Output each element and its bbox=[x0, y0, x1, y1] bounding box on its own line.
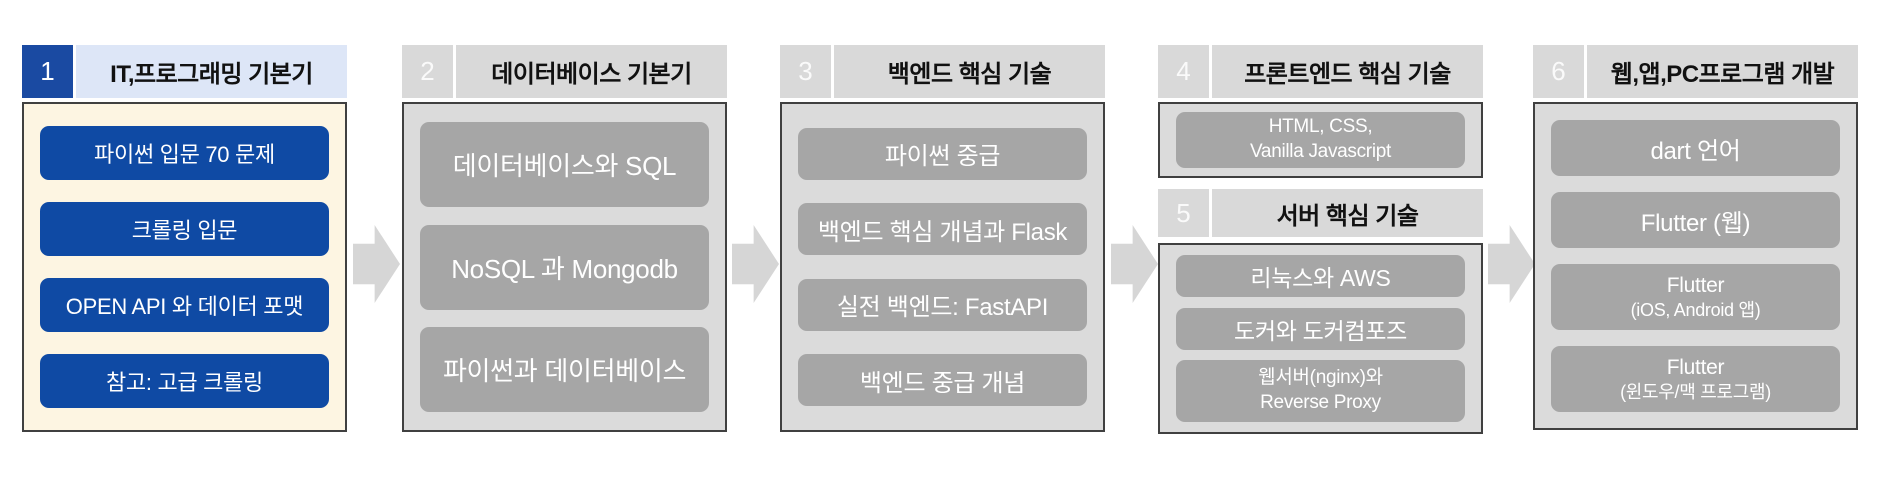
arrow-right-icon bbox=[1488, 225, 1535, 303]
course-item-label: 크롤링 입문 bbox=[131, 218, 238, 243]
course-item-sublabel: (윈도우/맥 프로그램) bbox=[1620, 381, 1771, 402]
course-item: 참고: 고급 크롤링 bbox=[40, 354, 329, 408]
course-item-label: Flutter bbox=[1666, 273, 1725, 297]
course-item: 크롤링 입문 bbox=[40, 202, 329, 256]
step-number-badge: 6 bbox=[1533, 45, 1584, 98]
course-item: 백엔드 중급 개념 bbox=[798, 354, 1087, 407]
course-item: 실전 백엔드: FastAPI bbox=[798, 278, 1087, 331]
course-item-label: 파이썬 중급 bbox=[884, 143, 1001, 171]
course-item-label: 실전 백엔드: FastAPI bbox=[836, 294, 1049, 322]
course-item: OPEN API 와 데이터 포맷 bbox=[40, 278, 329, 332]
course-item: HTML, CSS, Vanilla Javascript bbox=[1176, 112, 1465, 168]
column-5-title: 웹,앱,PC프로그램 개발 bbox=[1587, 45, 1858, 98]
step-number: 1 bbox=[40, 56, 55, 86]
course-item-label: 도커와 도커컴포즈 bbox=[1234, 317, 1407, 344]
course-item-sublabel: Reverse Proxy bbox=[1260, 391, 1381, 413]
step-number: 5 bbox=[1176, 197, 1191, 228]
course-item-label: 리눅스와 AWS bbox=[1250, 265, 1391, 292]
course-item-label: 백엔드 핵심 개념과 Flask bbox=[817, 218, 1068, 246]
column-4-frontend-body: HTML, CSS, Vanilla Javascript bbox=[1158, 102, 1483, 178]
column-4-server-body: 리눅스와 AWS 도커와 도커컴포즈 웹서버(nginx)와 Reverse P… bbox=[1158, 243, 1483, 434]
arrow-right-icon bbox=[732, 225, 779, 303]
column-3-body: 파이썬 중급 백엔드 핵심 개념과 Flask 실전 백엔드: FastAPI … bbox=[780, 102, 1105, 432]
course-item-label: 파이썬 입문 70 문제 bbox=[94, 142, 275, 167]
course-item-label: 파이썬과 데이터베이스 bbox=[442, 356, 687, 387]
step-number-badge: 2 bbox=[402, 45, 453, 98]
course-item: 파이썬 입문 70 문제 bbox=[40, 126, 329, 180]
arrow-right-icon bbox=[1111, 225, 1158, 303]
column-1-title: IT,프로그래밍 기본기 bbox=[76, 45, 347, 98]
step-number: 6 bbox=[1551, 56, 1566, 86]
course-item: 데이터베이스와 SQL bbox=[420, 121, 709, 207]
course-item: 도커와 도커컴포즈 bbox=[1176, 307, 1465, 350]
step-number-badge: 5 bbox=[1158, 189, 1209, 237]
step-number-badge: 1 bbox=[22, 45, 73, 98]
column-3-header: 3 백엔드 핵심 기술 bbox=[780, 45, 1105, 98]
course-item: 웹서버(nginx)와 Reverse Proxy bbox=[1176, 359, 1465, 422]
column-2-title: 데이터베이스 기본기 bbox=[456, 45, 727, 98]
column-frontend-and-server: 4 프론트엔드 핵심 기술 HTML, CSS, Vanilla Javascr… bbox=[1158, 45, 1483, 434]
step-number-badge: 3 bbox=[780, 45, 831, 98]
course-item: NoSQL 과 Mongodb bbox=[420, 224, 709, 310]
course-item: dart 언어 bbox=[1551, 120, 1840, 176]
column-4-frontend-header: 4 프론트엔드 핵심 기술 bbox=[1158, 45, 1483, 98]
column-2-body: 데이터베이스와 SQL NoSQL 과 Mongodb 파이썬과 데이터베이스 bbox=[402, 102, 727, 432]
arrow-right-icon bbox=[353, 225, 400, 303]
column-1-body: 파이썬 입문 70 문제 크롤링 입문 OPEN API 와 데이터 포맷 참고… bbox=[22, 102, 347, 432]
course-item-label: 데이터베이스와 SQL bbox=[452, 150, 677, 181]
course-item: Flutter (iOS, Android 앱) bbox=[1551, 264, 1840, 330]
course-item-label: 백엔드 중급 개념 bbox=[859, 369, 1026, 397]
column-2-header: 2 데이터베이스 기본기 bbox=[402, 45, 727, 98]
step-number: 3 bbox=[798, 56, 813, 86]
course-item-sublabel: (iOS, Android 앱) bbox=[1630, 299, 1761, 320]
column-5-header: 6 웹,앱,PC프로그램 개발 bbox=[1533, 45, 1858, 98]
column-4-frontend-title: 프론트엔드 핵심 기술 bbox=[1212, 45, 1483, 98]
course-item-label: HTML, CSS, bbox=[1268, 116, 1373, 138]
course-item-label: 웹서버(nginx)와 bbox=[1258, 367, 1383, 389]
course-item: 리눅스와 AWS bbox=[1176, 255, 1465, 298]
course-item-label: Flutter bbox=[1666, 355, 1725, 379]
column-database-basics: 2 데이터베이스 기본기 데이터베이스와 SQL NoSQL 과 Mongodb… bbox=[402, 45, 727, 432]
course-item: 파이썬과 데이터베이스 bbox=[420, 327, 709, 413]
course-item-label: NoSQL 과 Mongodb bbox=[451, 253, 678, 284]
step-number: 4 bbox=[1176, 56, 1191, 86]
step-number: 2 bbox=[420, 56, 435, 86]
column-5-body: dart 언어 Flutter (웹) Flutter (iOS, Androi… bbox=[1533, 102, 1858, 430]
column-1-header: 1 IT,프로그래밍 기본기 bbox=[22, 45, 347, 98]
course-item-label: 참고: 고급 크롤링 bbox=[105, 370, 264, 395]
column-it-programming-basics: 1 IT,프로그래밍 기본기 파이썬 입문 70 문제 크롤링 입문 OPEN … bbox=[22, 45, 347, 432]
course-item-label: dart 언어 bbox=[1650, 137, 1741, 165]
column-3-title: 백엔드 핵심 기술 bbox=[834, 45, 1105, 98]
course-item-sublabel: Vanilla Javascript bbox=[1249, 141, 1392, 162]
course-item-label: Flutter (웹) bbox=[1640, 209, 1751, 237]
column-4-server-title: 서버 핵심 기술 bbox=[1212, 189, 1483, 237]
course-item-label: OPEN API 와 데이터 포맷 bbox=[65, 294, 304, 319]
step-number-badge: 4 bbox=[1158, 45, 1209, 98]
course-item: 파이썬 중급 bbox=[798, 127, 1087, 180]
column-4-server-header: 5 서버 핵심 기술 bbox=[1158, 189, 1483, 237]
column-backend-core: 3 백엔드 핵심 기술 파이썬 중급 백엔드 핵심 개념과 Flask 실전 백… bbox=[780, 45, 1105, 432]
course-item: 백엔드 핵심 개념과 Flask bbox=[798, 203, 1087, 256]
column-web-app-pc-development: 6 웹,앱,PC프로그램 개발 dart 언어 Flutter (웹) Flut… bbox=[1533, 45, 1858, 430]
course-item: Flutter (웹) bbox=[1551, 192, 1840, 248]
course-item: Flutter (윈도우/맥 프로그램) bbox=[1551, 346, 1840, 412]
